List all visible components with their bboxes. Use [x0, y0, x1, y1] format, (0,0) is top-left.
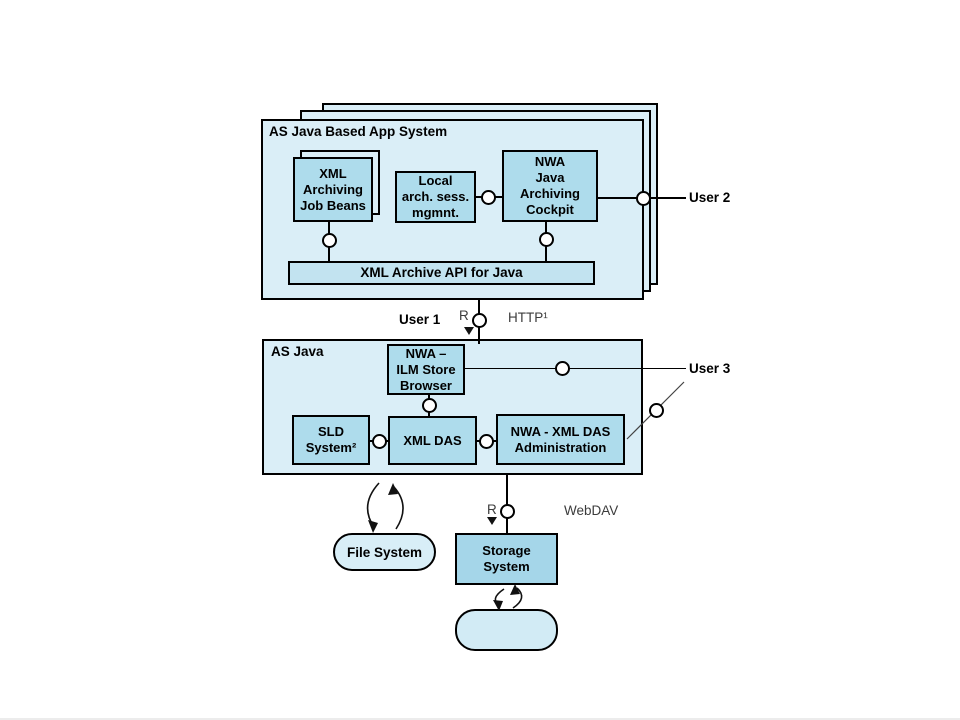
storage-media-pill [455, 609, 558, 651]
http-request-arrowhead [464, 327, 474, 335]
interface-circle-admin-user3 [649, 403, 664, 418]
xml-das-box: XML DAS [388, 416, 477, 465]
webdav-request-arrowhead [487, 517, 497, 525]
file-system-up-arc [393, 486, 404, 530]
file-system-up-arrowhead [388, 483, 398, 495]
interface-circle-cockpit-api [539, 232, 554, 247]
local-session-mgmnt-box: Local arch. sess. mgmnt. [395, 171, 476, 223]
slide-bottom-edge [0, 718, 960, 720]
storage-up-arc [512, 587, 523, 609]
storage-up-arrowhead [510, 584, 520, 595]
user2-label: User 2 [689, 190, 731, 205]
job-beans-box: XML Archiving Job Beans [293, 157, 373, 222]
ilm-store-browser-box: NWA – ILM Store Browser [387, 344, 465, 395]
interface-circle-sld-xmldas [372, 434, 387, 449]
as-java-title: AS Java [271, 344, 324, 359]
r-http-label: R [459, 308, 469, 323]
interface-circle-webdav [500, 504, 515, 519]
interface-circle-http [472, 313, 487, 328]
interface-circle-local-cockpit [481, 190, 496, 205]
xml-archive-api-bar: XML Archive API for Java [288, 261, 595, 285]
interface-circle-xmldas-admin [479, 434, 494, 449]
webdav-protocol-label: WebDAV [564, 503, 619, 518]
interface-circle-browser-xmldas [422, 398, 437, 413]
user3-label: User 3 [689, 361, 731, 376]
line-browser-user3 [465, 368, 686, 369]
sld-system-box: SLD System² [292, 415, 370, 465]
file-system-pill: File System [333, 533, 436, 571]
interface-circle-user3 [555, 361, 570, 376]
xml-das-administration-box: NWA - XML DAS Administration [496, 414, 625, 465]
file-system-down-arc [366, 482, 380, 528]
storage-down-arc [494, 588, 505, 607]
user1-label: User 1 [399, 312, 441, 327]
app-system-title: AS Java Based App System [269, 124, 448, 139]
interface-circle-jobbeans-api [322, 233, 337, 248]
file-system-down-arrowhead [368, 520, 378, 533]
storage-system-box: Storage System [455, 533, 558, 585]
interface-circle-user2 [636, 191, 651, 206]
r-webdav-label: R [487, 502, 497, 517]
nwa-java-archiving-cockpit-box: NWA Java Archiving Cockpit [502, 150, 598, 222]
http-protocol-label: HTTP¹ [508, 310, 548, 325]
